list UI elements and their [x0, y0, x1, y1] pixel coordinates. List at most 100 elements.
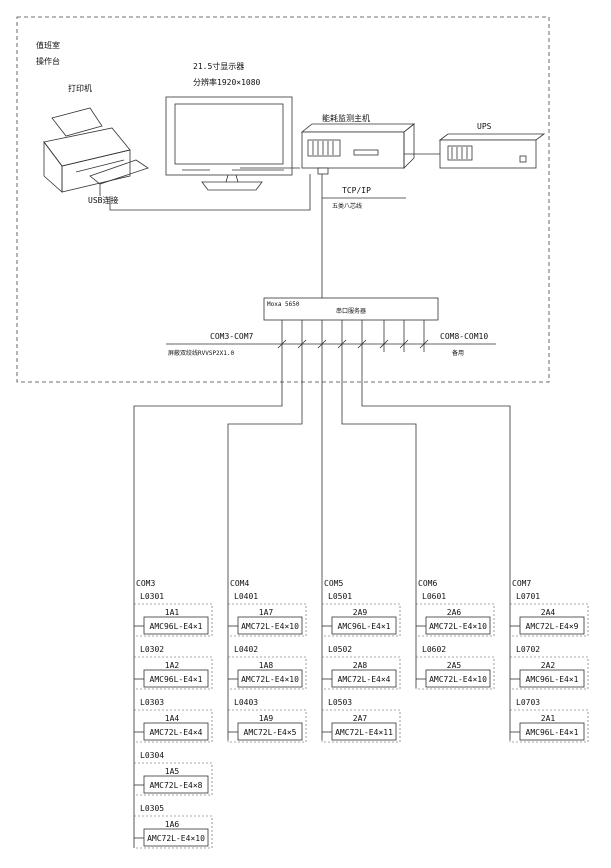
meter-box	[425, 616, 491, 635]
panel-frame	[509, 656, 589, 690]
meter-box	[331, 616, 397, 635]
meter-model: AMC96L-E4×1	[150, 675, 203, 684]
bus-left-label: COM3-COM7	[210, 332, 254, 341]
serial-server-label: 串口服务器	[336, 307, 366, 315]
panel-id: 1A2	[165, 661, 180, 670]
serial-server-box	[263, 297, 439, 321]
panel-id: 2A7	[353, 714, 368, 723]
meter-model: AMC96L-E4×1	[150, 622, 203, 631]
feeder-com7	[361, 404, 511, 740]
com-label: COM7	[512, 579, 531, 588]
panel-frame	[321, 709, 401, 743]
panel-frame	[415, 603, 495, 637]
panel-id: 2A1	[541, 714, 556, 723]
loop-id: L0403	[234, 698, 258, 707]
tcp-label: TCP/IP	[342, 186, 371, 195]
room-label-line1: 值班室	[36, 40, 60, 50]
bus-right-label: COM8-COM10	[440, 332, 488, 341]
panel-frame	[415, 656, 495, 690]
meter-model: AMC72L-E4×4	[338, 675, 391, 684]
meter-box	[237, 669, 303, 688]
meter-box	[143, 722, 209, 741]
host-computer-icon	[300, 123, 416, 175]
panel-id: 1A5	[165, 767, 180, 776]
meter-box	[425, 669, 491, 688]
meter-model: AMC72L-E4×8	[150, 781, 203, 790]
control-room-boundary	[16, 16, 550, 383]
meter-box	[331, 669, 397, 688]
panel-id: 1A6	[165, 820, 180, 829]
meter-box	[519, 669, 585, 688]
bus-ticks	[277, 339, 429, 349]
loop-id: L0402	[234, 645, 258, 654]
usb-label: USB连接	[88, 195, 118, 205]
panel-frame	[509, 709, 589, 743]
meter-columns: COM3L03011A1AMC96L-E4×1L03021A2AMC96L-E4…	[133, 579, 589, 849]
loop-id: L0601	[422, 592, 446, 601]
meter-model: AMC96L-E4×1	[526, 728, 579, 737]
panel-id: 2A5	[447, 661, 462, 670]
panel-id: 2A8	[353, 661, 368, 670]
loop-id: L0304	[140, 751, 164, 760]
meter-box	[519, 616, 585, 635]
ups-label: UPS	[477, 122, 492, 131]
panel-frame	[133, 762, 213, 796]
loop-id: L0401	[234, 592, 258, 601]
host-label: 能耗监测主机	[322, 113, 370, 123]
meter-model: AMC72L-E4×10	[429, 675, 487, 684]
meter-box	[237, 722, 303, 741]
loop-id: L0501	[328, 592, 352, 601]
meter-model: AMC96L-E4×1	[338, 622, 391, 631]
loop-id: L0502	[328, 645, 352, 654]
loop-id: L0701	[516, 592, 540, 601]
panel-frame	[227, 603, 307, 637]
panel-frame	[133, 603, 213, 637]
monitor-icon	[165, 96, 293, 191]
panel-frame	[227, 656, 307, 690]
meter-box	[143, 616, 209, 635]
feeder-com4	[227, 404, 303, 740]
loop-id: L0301	[140, 592, 164, 601]
panel-frame	[133, 815, 213, 849]
meter-box	[237, 616, 303, 635]
ups-icon	[438, 133, 546, 169]
loop-id: L0503	[328, 698, 352, 707]
loop-id: L0302	[140, 645, 164, 654]
loop-id: L0702	[516, 645, 540, 654]
printer-label: 打印机	[68, 83, 92, 93]
printer-icon	[43, 107, 149, 196]
meter-box	[331, 722, 397, 741]
panel-id: 2A6	[447, 608, 462, 617]
panel-frame	[321, 603, 401, 637]
panel-id: 1A1	[165, 608, 180, 617]
com-label: COM6	[418, 579, 437, 588]
meter-model: AMC72L-E4×9	[526, 622, 579, 631]
cable-label: 五类八芯线	[332, 202, 362, 210]
serial-server-tag: Moxa 5650	[267, 301, 300, 308]
panel-frame	[509, 603, 589, 637]
loop-id: L0305	[140, 804, 164, 813]
com-label: COM3	[136, 579, 155, 588]
meter-box	[143, 775, 209, 794]
bus-left-sub: 屏蔽双绞线RVVSP2X1.0	[168, 349, 235, 357]
panel-id: 2A2	[541, 661, 556, 670]
panel-frame	[133, 709, 213, 743]
loop-id: L0303	[140, 698, 164, 707]
panel-id: 1A8	[259, 661, 274, 670]
meter-model: AMC72L-E4×10	[241, 622, 299, 631]
panel-id: 1A9	[259, 714, 274, 723]
panel-id: 1A7	[259, 608, 274, 617]
meter-box	[143, 669, 209, 688]
meter-box	[519, 722, 585, 741]
meter-model: AMC72L-E4×4	[150, 728, 203, 737]
panel-id: 2A4	[541, 608, 556, 617]
meter-model: AMC72L-E4×11	[335, 728, 393, 737]
loop-id: L0703	[516, 698, 540, 707]
monitor-label-line2: 分辨率1920×1080	[193, 77, 261, 87]
feeder-com6	[341, 404, 417, 688]
monitor-label-line1: 21.5寸显示器	[193, 61, 244, 71]
bus-right-sub: 备用	[452, 349, 464, 357]
panel-id: 1A4	[165, 714, 180, 723]
meter-model: AMC96L-E4×1	[526, 675, 579, 684]
